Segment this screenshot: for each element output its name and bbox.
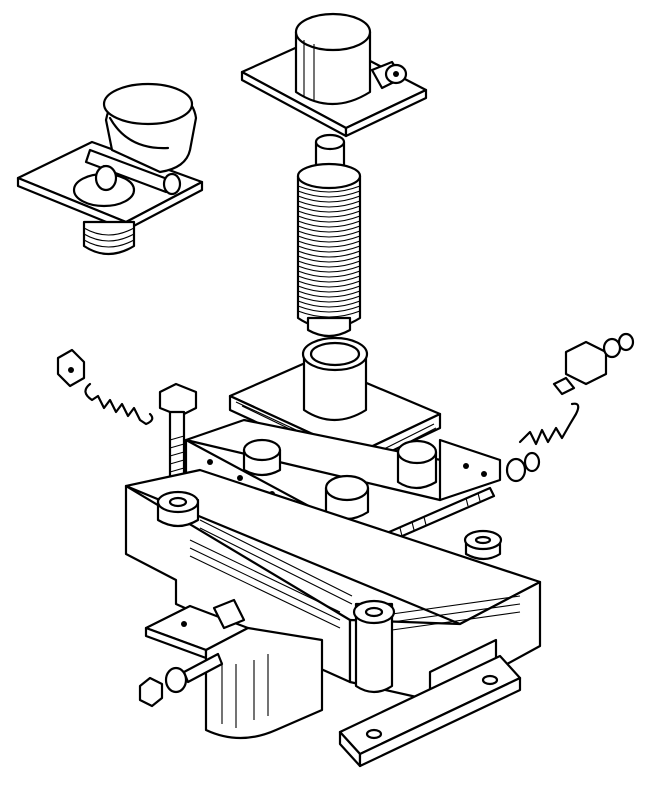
side-mounting-bracket — [138, 598, 324, 740]
threaded-guide-post — [296, 133, 362, 338]
bottom-clamp-bar — [338, 654, 522, 768]
left-fasteners — [56, 348, 198, 490]
top-cylinder-plate — [240, 12, 428, 138]
right-fasteners — [505, 332, 635, 483]
clamp-collar-assembly — [16, 82, 204, 256]
main-die-base — [124, 468, 542, 702]
